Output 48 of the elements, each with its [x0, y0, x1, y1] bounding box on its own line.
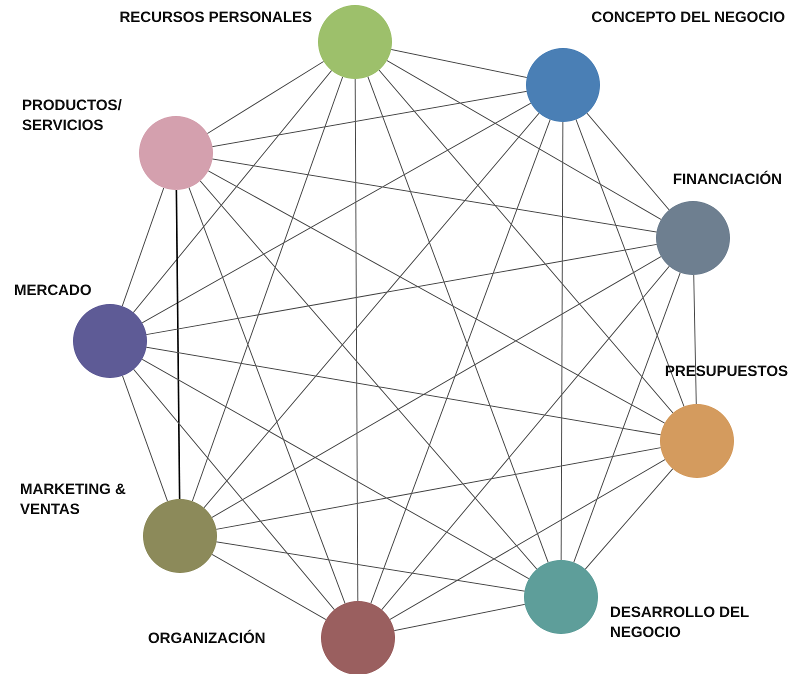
connector-line: [216, 541, 525, 592]
connector-line: [192, 76, 344, 502]
connector-line: [390, 459, 666, 620]
connector-line: [354, 78, 358, 602]
connector-line: [142, 358, 530, 580]
connector-line: [142, 102, 532, 324]
connector-line: [573, 272, 681, 563]
connector-line: [378, 70, 674, 414]
circle-node: [660, 404, 734, 478]
connector-line: [200, 180, 538, 570]
connector-line: [212, 256, 662, 518]
node-label: PRODUCTOS/ SERVICIOS: [22, 96, 123, 136]
connector-line: [212, 554, 326, 620]
connector-line: [381, 266, 670, 610]
connector-line: [390, 49, 528, 78]
connector-line: [367, 76, 549, 563]
connector-line: [216, 447, 662, 530]
node-label: DESARROLLO DEL NEGOCIO: [610, 603, 750, 643]
connector-line: [122, 187, 164, 307]
connector-line: [386, 60, 662, 220]
node-label: MARKETING & VENTAS: [20, 480, 127, 520]
connector-line: [394, 604, 526, 632]
connector-line: [188, 187, 346, 604]
connector-line: [584, 468, 674, 570]
connector-line: [212, 90, 528, 148]
connector-line: [586, 112, 670, 210]
connector-line: [176, 190, 180, 499]
connector-line: [132, 70, 332, 313]
connector-line: [206, 61, 324, 134]
connector-line: [146, 244, 658, 336]
connector-line: [576, 119, 684, 407]
connector-line: [133, 368, 335, 610]
circle-node: [656, 201, 730, 275]
circle-node: [321, 601, 395, 674]
connector-line: [560, 122, 564, 560]
node-label: ORGANIZACIÓN: [148, 629, 266, 649]
connector-line: [122, 375, 168, 502]
connector-line: [370, 119, 551, 604]
connector-line: [212, 158, 657, 232]
circle-node: [73, 304, 147, 378]
connector-line: [693, 274, 697, 404]
connector-line: [203, 112, 540, 508]
node-label: RECURSOS PERSONALES: [118, 8, 312, 28]
connector-line: [208, 170, 666, 424]
node-label: MERCADO: [14, 281, 92, 301]
connector-line: [146, 346, 662, 436]
node-label: CONCEPTO DEL NEGOCIO: [590, 8, 785, 28]
node-label: FINANCIACIÓN: [672, 170, 782, 190]
